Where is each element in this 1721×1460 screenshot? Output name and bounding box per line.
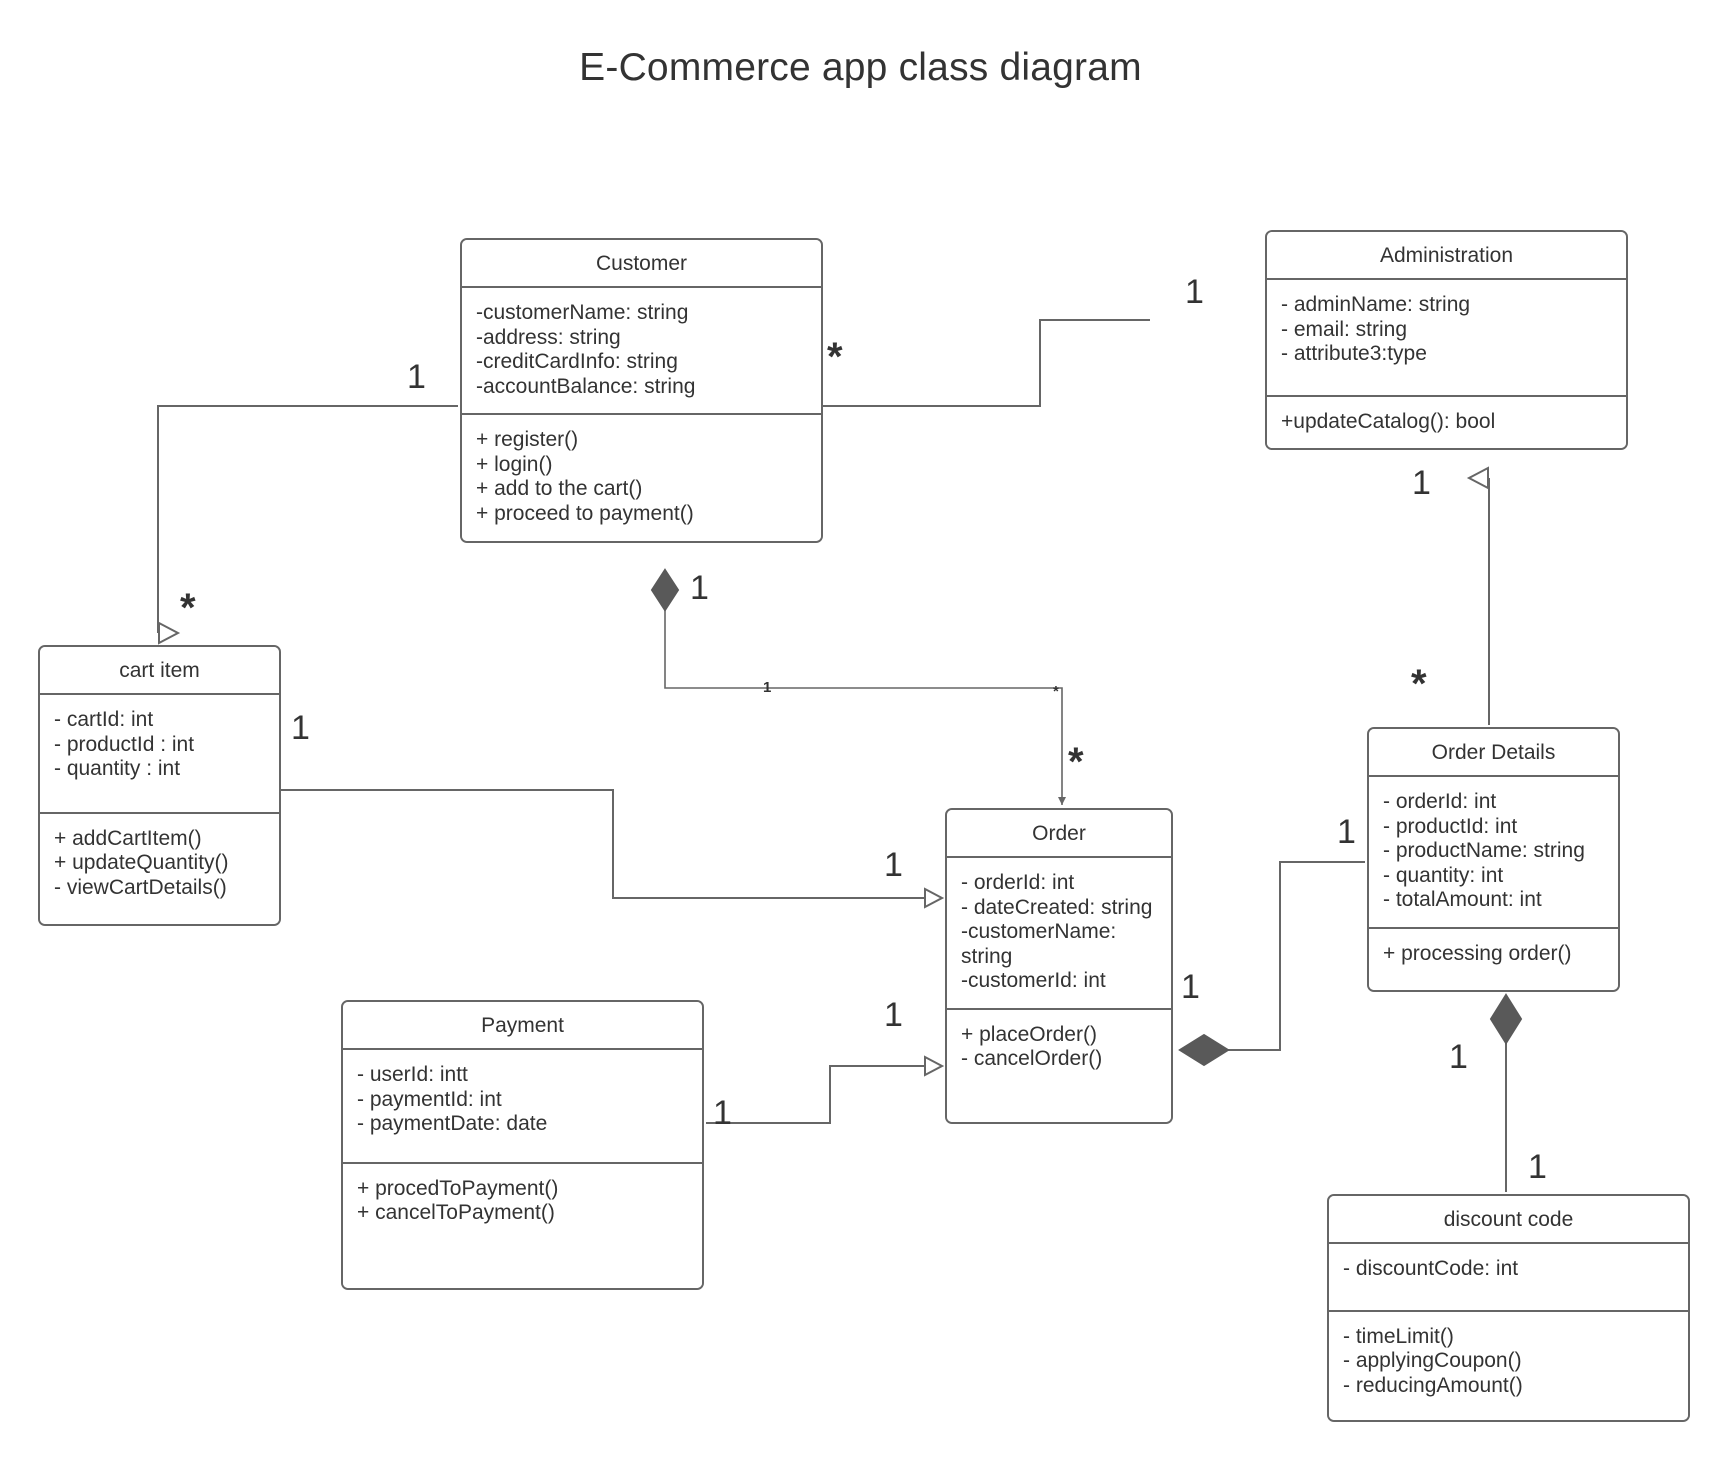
multiplicity-customer-order-diamond: 1 bbox=[690, 569, 709, 607]
method-row: + procedToPayment() bbox=[357, 1176, 559, 1200]
attribute-row: - quantity: int bbox=[1383, 863, 1504, 887]
methods-order-details: + processing order() bbox=[1369, 928, 1618, 991]
method-row: + updateQuantity() bbox=[54, 851, 229, 875]
method-row: - reducingAmount() bbox=[1343, 1373, 1523, 1397]
multiplicity-orderdetails-to-discount-source: 1 bbox=[1449, 1038, 1468, 1076]
attribute-row: -accountBalance: string bbox=[476, 374, 696, 398]
attribute-row: - orderId: int bbox=[1383, 790, 1497, 814]
multiplicity-orderdetails-to-discount-target: 1 bbox=[1528, 1148, 1547, 1186]
method-row: + login() bbox=[476, 452, 553, 476]
class-name-cart-item: cart item bbox=[40, 647, 279, 696]
class-name-customer: Customer bbox=[462, 240, 821, 289]
method-row: + cancelToPayment() bbox=[357, 1201, 555, 1225]
method-row: + proceed to payment() bbox=[476, 502, 694, 526]
class-box-customer[interactable]: Customer -customerName: string -address:… bbox=[460, 238, 823, 543]
multiplicity-admin-to-customer-source: 1 bbox=[1185, 273, 1204, 311]
attribute-row: -address: string bbox=[476, 325, 621, 349]
class-box-discount-code[interactable]: discount code - discountCode: int - time… bbox=[1327, 1194, 1690, 1423]
class-name-order: Order bbox=[947, 810, 1171, 859]
method-row: - cancelOrder() bbox=[961, 1047, 1103, 1071]
class-name-administration: Administration bbox=[1267, 232, 1626, 281]
attributes-order: - orderId: int - dateCreated: string -cu… bbox=[947, 858, 1171, 1010]
attribute-row: - cartId: int bbox=[54, 708, 154, 732]
methods-customer: + register() + login() + add to the cart… bbox=[462, 415, 821, 541]
attributes-administration: - adminName: string - email: string - at… bbox=[1267, 280, 1626, 397]
attribute-row: -creditCardInfo: string bbox=[476, 350, 678, 374]
attribute-row: - attribute3:type bbox=[1281, 342, 1427, 366]
method-row: + placeOrder() bbox=[961, 1022, 1097, 1046]
method-row: - applyingCoupon() bbox=[1343, 1349, 1522, 1373]
attribute-row: - adminName: string bbox=[1281, 293, 1471, 317]
method-row: + processing order() bbox=[1383, 941, 1572, 965]
attribute-row: - paymentDate: date bbox=[357, 1112, 548, 1136]
attribute-row: - email: string bbox=[1281, 317, 1408, 341]
methods-cart-item: + addCartItem() + updateQuantity() - vie… bbox=[40, 813, 279, 925]
page-title: E-Commerce app class diagram bbox=[579, 46, 1142, 89]
attribute-row: - userId: intt bbox=[357, 1063, 468, 1087]
multiplicity-order-to-orderdetails-source: 1 bbox=[1181, 968, 1200, 1006]
attributes-discount-code: - discountCode: int bbox=[1329, 1244, 1688, 1312]
method-row: + register() bbox=[476, 428, 579, 452]
attribute-row: -customerId: int bbox=[961, 969, 1106, 993]
attribute-row: -customerName: string bbox=[961, 920, 1123, 968]
attribute-row: - orderId: int bbox=[961, 871, 1075, 895]
class-box-cart-item[interactable]: cart item - cartId: int - productId : in… bbox=[38, 645, 281, 927]
methods-discount-code: - timeLimit() - applyingCoupon() - reduc… bbox=[1329, 1311, 1688, 1421]
multiplicity-customer-to-cartitem-source: 1 bbox=[407, 358, 426, 396]
multiplicity-order-to-orderdetails-target: 1 bbox=[1337, 813, 1356, 851]
multiplicity-orderdetails-to-admin: 1 bbox=[1412, 464, 1431, 502]
multiplicity-customer-order-line-target: * bbox=[1053, 683, 1059, 700]
attribute-row: - totalAmount: int bbox=[1383, 888, 1542, 912]
method-row: - timeLimit() bbox=[1343, 1324, 1454, 1348]
attribute-row: - productId : int bbox=[54, 732, 195, 756]
multiplicity-customer-to-cartitem-target: * bbox=[180, 586, 196, 630]
methods-administration: +updateCatalog(): bool bbox=[1267, 396, 1626, 449]
attribute-row: -customerName: string bbox=[476, 301, 689, 325]
attribute-row: - discountCode: int bbox=[1343, 1257, 1519, 1281]
method-row: - viewCartDetails() bbox=[54, 875, 227, 899]
method-row: + add to the cart() bbox=[476, 477, 643, 501]
multiplicity-cartitem-to-order-target: 1 bbox=[884, 846, 903, 884]
multiplicity-order-star: * bbox=[1068, 740, 1084, 784]
class-box-payment[interactable]: Payment - userId: intt - paymentId: int … bbox=[341, 1000, 704, 1290]
attribute-row: - paymentId: int bbox=[357, 1087, 502, 1111]
attribute-row: - dateCreated: string bbox=[961, 895, 1153, 919]
multiplicity-cartitem-to-order-source: 1 bbox=[291, 709, 310, 747]
attribute-row: - productName: string bbox=[1383, 839, 1585, 863]
methods-payment: + procedToPayment() + cancelToPayment() bbox=[343, 1163, 702, 1288]
class-name-order-details: Order Details bbox=[1369, 729, 1618, 778]
multiplicity-payment-to-order-target: 1 bbox=[884, 996, 903, 1034]
class-box-administration[interactable]: Administration - adminName: string - ema… bbox=[1265, 230, 1628, 451]
class-box-order-details[interactable]: Order Details - orderId: int - productId… bbox=[1367, 727, 1620, 993]
attribute-row: - quantity : int bbox=[54, 757, 181, 781]
class-box-order[interactable]: Order - orderId: int - dateCreated: stri… bbox=[945, 808, 1173, 1125]
attributes-payment: - userId: intt - paymentId: int - paymen… bbox=[343, 1050, 702, 1164]
class-name-payment: Payment bbox=[343, 1002, 702, 1051]
class-name-discount-code: discount code bbox=[1329, 1196, 1688, 1245]
attribute-row: - productId: int bbox=[1383, 814, 1518, 838]
method-row: +updateCatalog(): bool bbox=[1281, 409, 1496, 433]
multiplicity-admin-to-customer-target: * bbox=[827, 335, 843, 379]
multiplicity-orderdetails-star: * bbox=[1411, 662, 1427, 706]
multiplicity-customer-order-line-source: 1 bbox=[763, 679, 772, 696]
attributes-order-details: - orderId: int - productId: int - produc… bbox=[1369, 777, 1618, 929]
attributes-cart-item: - cartId: int - productId : int - quanti… bbox=[40, 695, 279, 814]
method-row: + addCartItem() bbox=[54, 826, 202, 850]
methods-order: + placeOrder() - cancelOrder() bbox=[947, 1009, 1171, 1123]
attributes-customer: -customerName: string -address: string -… bbox=[462, 288, 821, 416]
multiplicity-payment-to-order-source: 1 bbox=[713, 1094, 732, 1132]
